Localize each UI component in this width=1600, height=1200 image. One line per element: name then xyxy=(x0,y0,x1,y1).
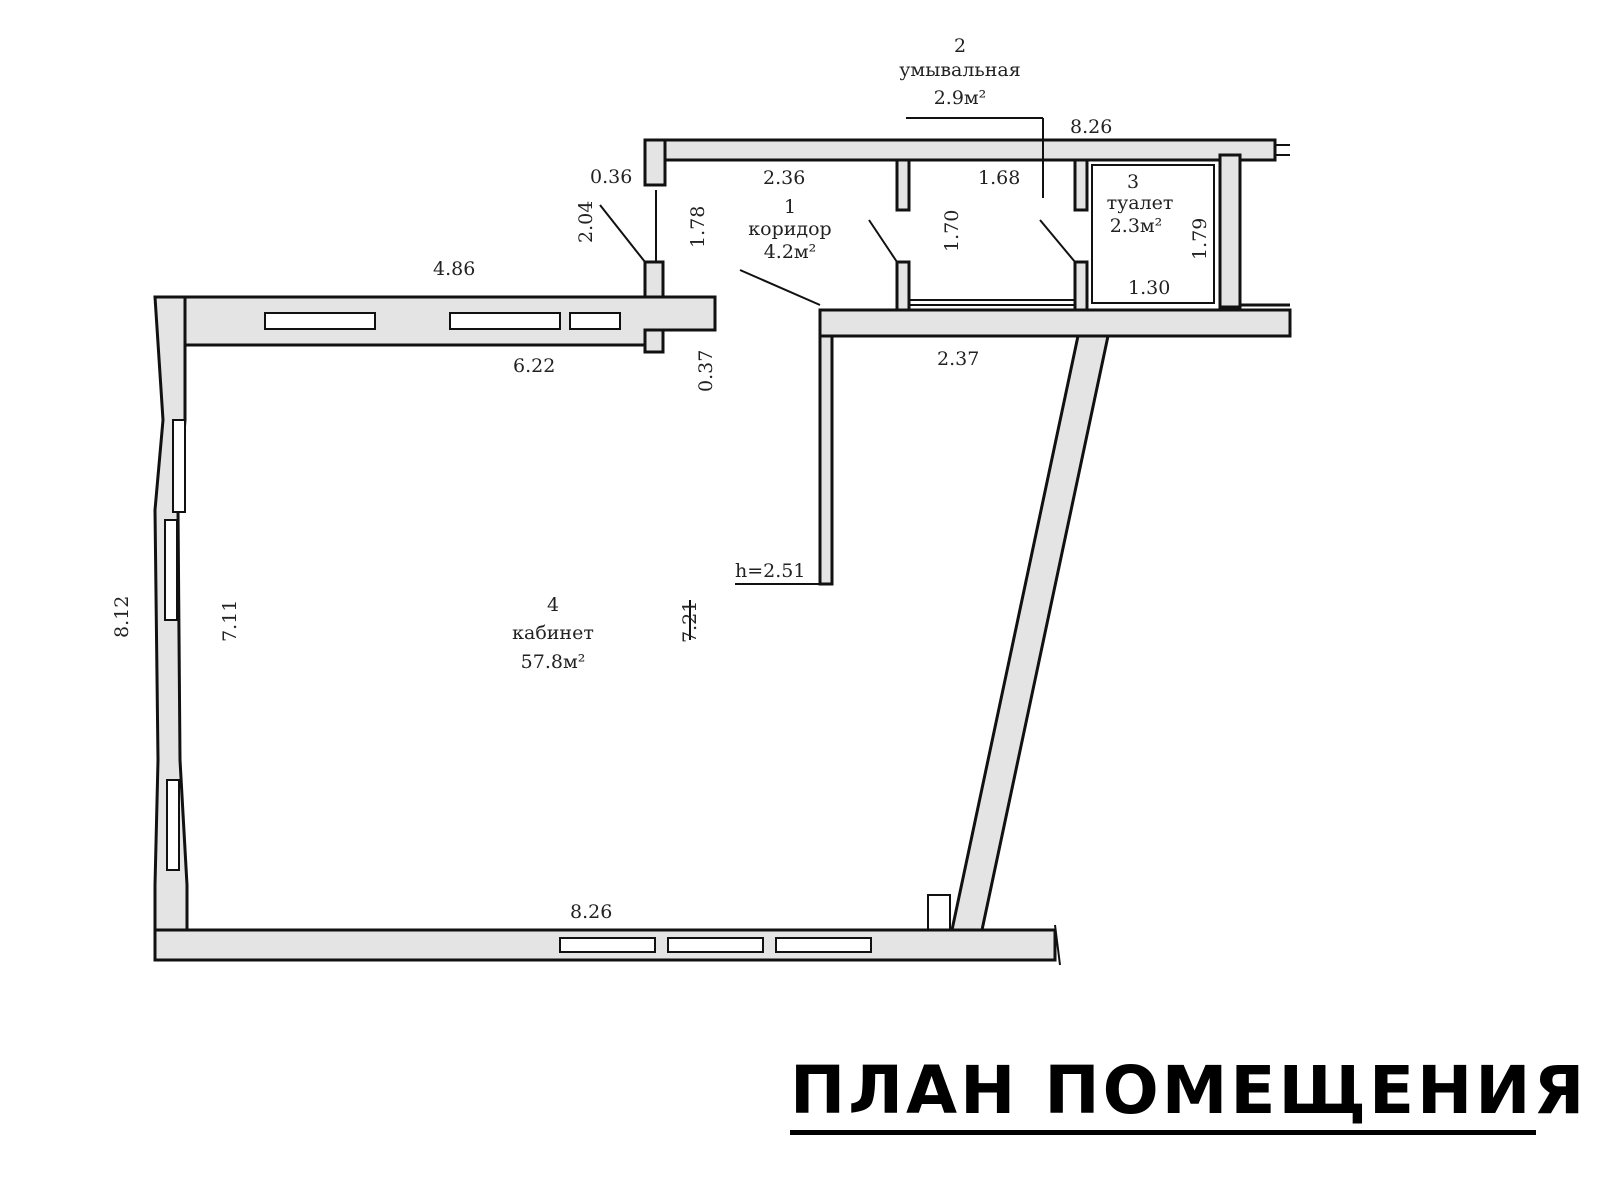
window-top-1 xyxy=(264,312,376,330)
dim-office-top: 6.22 xyxy=(513,355,555,377)
svg-text:2.9м²: 2.9м² xyxy=(934,87,987,109)
upper-walls xyxy=(643,138,1292,354)
room-labels: 1 коридор 4.2м² 2 умывальная 2.9м² 3 туа… xyxy=(512,35,1173,673)
dim-office-center: 7.21 xyxy=(679,601,701,643)
svg-text:57.8м²: 57.8м² xyxy=(521,651,586,673)
wall-column xyxy=(927,894,951,931)
dim-wall-thickness-top: 0.36 xyxy=(590,166,632,188)
partition-1-lower xyxy=(895,260,911,312)
door-swing-2 xyxy=(1039,219,1076,263)
partition-2 xyxy=(1073,158,1089,212)
dim-upper-wall-left: 4.86 xyxy=(433,258,475,280)
dim-office-left-inner: 7.11 xyxy=(219,600,241,642)
window-left-2 xyxy=(164,519,178,621)
dim-washroom-width: 1.68 xyxy=(978,167,1020,189)
dim-office-bottom: 8.26 xyxy=(570,901,612,923)
dim-corridor-depth: 1.78 xyxy=(687,206,709,248)
diagonal-dim-line xyxy=(599,204,646,263)
interior-partition xyxy=(818,334,834,586)
window-left-3 xyxy=(166,779,180,871)
dim-top-total: 8.26 xyxy=(1070,116,1112,138)
window-bottom-2 xyxy=(667,937,764,953)
room-label-corridor: 1 коридор 4.2м² xyxy=(748,196,831,263)
room-label-toilet: 3 туалет 2.3м² xyxy=(1107,171,1174,237)
window-bottom-1 xyxy=(559,937,656,953)
dim-wall-thickness-mid: 0.37 xyxy=(695,350,717,392)
room-label-office: 4 кабинет 57.8м² xyxy=(512,594,594,673)
svg-text:умывальная: умывальная xyxy=(899,59,1021,81)
mid-wall xyxy=(818,308,1292,338)
svg-text:2: 2 xyxy=(954,35,966,57)
svg-text:4.2м²: 4.2м² xyxy=(764,241,817,263)
office-right-wall xyxy=(950,334,1110,932)
svg-text:1: 1 xyxy=(784,196,796,218)
dim-corridor-width: 2.36 xyxy=(763,167,805,189)
toilet-right-wall xyxy=(1218,153,1242,309)
dim-partition-width: 2.37 xyxy=(937,348,979,370)
svg-text:2.3м²: 2.3м² xyxy=(1110,215,1163,237)
dim-diagonal: 2.04 xyxy=(575,201,597,243)
partition-2-lower xyxy=(1073,260,1089,312)
toilet-inner-frame xyxy=(1091,164,1215,304)
window-top-2 xyxy=(449,312,561,330)
dim-toilet-width: 1.30 xyxy=(1128,277,1170,299)
plan-title: ПЛАН ПОМЕЩЕНИЯ xyxy=(790,1052,1588,1129)
office-walls xyxy=(153,295,1110,966)
title-underline xyxy=(790,1130,1536,1135)
dimension-labels: 8.26 2.36 1.68 1.30 0.36 2.04 1.78 1.70 … xyxy=(111,116,1211,923)
dim-washroom-depth: 1.70 xyxy=(941,210,963,252)
top-wall xyxy=(643,138,1277,162)
svg-text:4: 4 xyxy=(547,594,559,616)
window-top-3 xyxy=(569,312,621,330)
door-swing-1 xyxy=(868,219,898,263)
svg-text:коридор: коридор xyxy=(748,218,831,240)
office-top-wall xyxy=(155,295,717,347)
room-label-washroom: 2 умывальная 2.9м² xyxy=(899,35,1021,109)
upper-partitions xyxy=(868,117,1215,312)
dim-toilet-depth: 1.79 xyxy=(1189,218,1211,260)
window-bottom-3 xyxy=(775,937,872,953)
svg-text:туалет: туалет xyxy=(1107,192,1174,214)
svg-text:кабинет: кабинет xyxy=(512,622,594,644)
dim-ceiling-height: h=2.51 xyxy=(735,560,805,582)
partition-1 xyxy=(895,158,911,212)
corridor-notch xyxy=(599,190,821,306)
corridor-leader-line xyxy=(739,269,821,306)
window-left-1 xyxy=(172,419,186,513)
dim-office-left-outer: 8.12 xyxy=(111,596,133,638)
svg-text:3: 3 xyxy=(1127,171,1139,193)
top-left-wall-stub xyxy=(643,138,667,187)
